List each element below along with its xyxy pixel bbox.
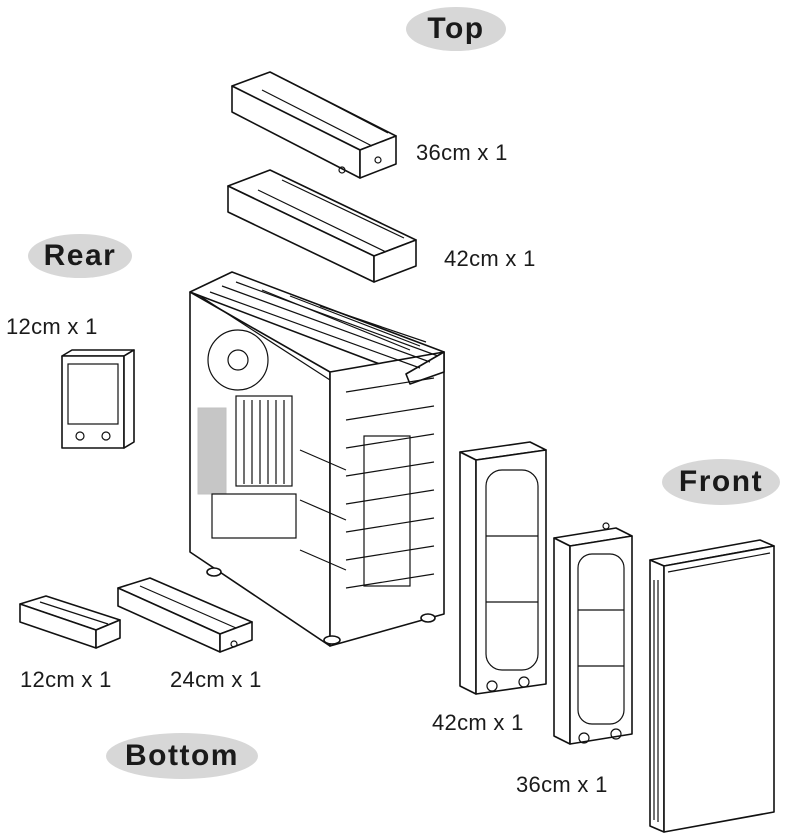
section-top-label: Top (406, 7, 506, 51)
label-front-42cm: 42cm x 1 (432, 710, 524, 735)
label-bottom-24cm: 24cm x 1 (170, 667, 262, 692)
label-top-36cm: 36cm x 1 (416, 140, 508, 165)
label-front-36cm: 36cm x 1 (516, 772, 608, 797)
radiator-bottom-24cm (117, 577, 253, 653)
section-front-label: Front (662, 459, 780, 505)
front-panel (649, 539, 775, 833)
radiator-top-42cm (227, 169, 417, 283)
radiator-front-36cm (553, 522, 633, 745)
section-bottom-label: Bottom (106, 733, 258, 779)
label-rear-12cm: 12cm x 1 (6, 314, 98, 339)
radiator-top-36cm (231, 71, 397, 179)
radiator-rear-12cm (61, 349, 135, 449)
section-rear-label: Rear (28, 234, 132, 278)
pc-case (189, 271, 445, 647)
label-top-42cm: 42cm x 1 (444, 246, 536, 271)
radiator-front-42cm (459, 441, 547, 695)
label-bottom-12cm: 12cm x 1 (20, 667, 112, 692)
radiator-bottom-12cm (19, 595, 121, 649)
